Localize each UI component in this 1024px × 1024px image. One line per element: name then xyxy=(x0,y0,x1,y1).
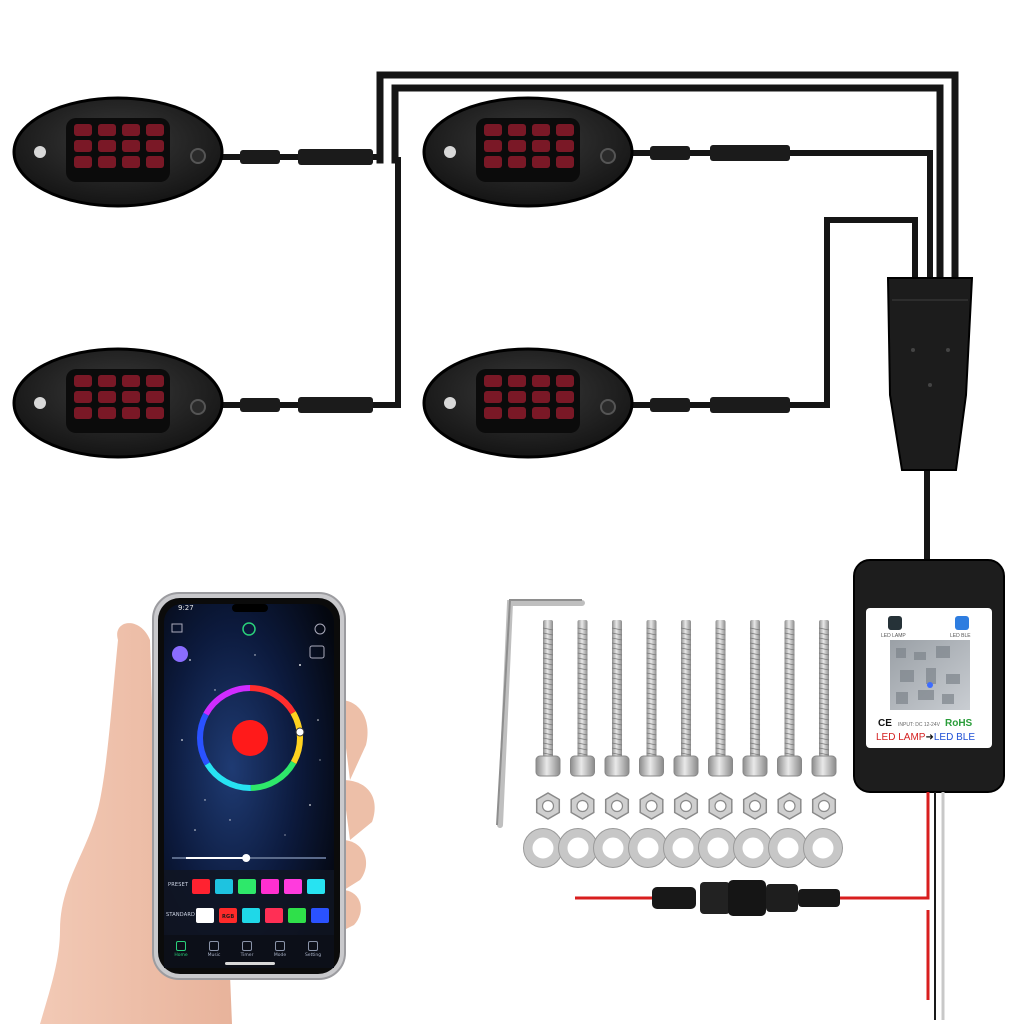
flow-left-text: LED LAMP xyxy=(876,732,926,743)
mounting-screws xyxy=(535,620,837,777)
screw xyxy=(708,620,733,777)
phone-app-ui: 9:27 PRESET STANDARD RGB Home Music Time… xyxy=(164,600,336,968)
ce-mark: CE xyxy=(878,718,892,729)
standard-label: STANDARD xyxy=(166,912,196,918)
hex-nuts xyxy=(535,792,837,820)
screw xyxy=(535,620,561,777)
washer xyxy=(593,828,633,868)
hex-nut xyxy=(570,792,595,820)
hex-nut xyxy=(673,792,699,820)
nav-mode[interactable]: Mode xyxy=(265,941,295,958)
starfield xyxy=(181,654,321,836)
standard-color-row xyxy=(196,908,329,923)
rock-light-pod-3 xyxy=(12,347,224,459)
color-wheel-handle xyxy=(295,727,305,737)
allen-key xyxy=(497,600,585,828)
hex-nut xyxy=(604,792,630,820)
screw xyxy=(570,620,595,777)
hex-nut xyxy=(811,792,837,820)
rgb-label: RGB xyxy=(222,914,235,920)
music-icon xyxy=(209,941,219,951)
cable-connectors xyxy=(240,145,790,413)
allen-key-shading xyxy=(496,599,582,826)
home-indicator xyxy=(225,962,275,965)
led-ble-app-caption: LED BLE xyxy=(950,633,971,639)
nav-home[interactable]: Home xyxy=(166,941,196,958)
washer xyxy=(803,828,843,868)
flow-arrow: ➜ xyxy=(925,732,934,743)
preset-color-row xyxy=(192,879,325,894)
bluetooth-controller-box xyxy=(853,559,1005,793)
standard-color-swatch[interactable] xyxy=(242,908,260,923)
screw xyxy=(811,620,837,777)
color-palette-icon xyxy=(172,646,188,662)
screw xyxy=(639,620,664,777)
preset-color-swatch[interactable] xyxy=(192,879,210,894)
timer-icon xyxy=(242,941,252,951)
smartphone xyxy=(152,592,346,980)
home-icon xyxy=(176,941,186,951)
washer xyxy=(663,828,703,868)
led-lamp-app-icon xyxy=(888,616,902,630)
status-bar-time: 9:27 xyxy=(178,604,194,612)
inline-fuse-holder xyxy=(652,880,840,916)
preset-color-swatch[interactable] xyxy=(307,879,325,894)
hex-nut xyxy=(777,792,802,820)
washer xyxy=(628,828,668,868)
preset-color-swatch[interactable] xyxy=(238,879,256,894)
selected-color-swatch xyxy=(232,720,268,756)
rock-light-pod-4 xyxy=(422,347,634,459)
standard-color-swatch[interactable] xyxy=(219,908,237,923)
menu-icon xyxy=(171,623,183,633)
rohs-mark: RoHS xyxy=(945,718,973,729)
washer xyxy=(698,828,738,868)
nav-setting[interactable]: Setting xyxy=(298,941,328,958)
washer xyxy=(733,828,773,868)
brightness-knob xyxy=(242,854,251,862)
flow-right-text: LED BLE xyxy=(933,732,975,743)
settings-icon xyxy=(308,941,318,951)
hex-nut xyxy=(535,792,561,820)
screw xyxy=(673,620,699,777)
mode-icon xyxy=(275,941,285,951)
standard-color-swatch[interactable] xyxy=(196,908,214,923)
rock-light-pod-1 xyxy=(12,96,224,208)
standard-color-swatch[interactable] xyxy=(288,908,306,923)
screw xyxy=(777,620,802,777)
wire-splitter-hub xyxy=(886,277,974,471)
preset-color-swatch[interactable] xyxy=(284,879,302,894)
flow-label: LED LAMP➜LED BLE xyxy=(876,732,975,743)
nav-timer[interactable]: Timer xyxy=(232,941,262,958)
standard-color-swatch[interactable] xyxy=(311,908,329,923)
led-ble-app-icon xyxy=(955,616,969,630)
washer xyxy=(523,828,563,868)
gear-icon xyxy=(314,623,326,635)
hex-nut xyxy=(742,792,768,820)
preset-label: PRESET xyxy=(168,882,189,888)
standard-color-swatch[interactable] xyxy=(265,908,283,923)
washer xyxy=(558,828,598,868)
washer xyxy=(768,828,808,868)
preset-color-swatch[interactable] xyxy=(215,879,233,894)
screw xyxy=(604,620,630,777)
color-wheel xyxy=(197,685,305,791)
image-icon xyxy=(309,645,325,659)
hand xyxy=(40,623,375,1024)
hex-nut xyxy=(639,792,664,820)
nav-music[interactable]: Music xyxy=(199,941,229,958)
led-lamp-app-caption: LED LAMP xyxy=(881,633,906,639)
rock-light-pod-2 xyxy=(422,96,634,208)
hex-nut xyxy=(708,792,733,820)
flat-washers xyxy=(523,828,843,868)
screw xyxy=(742,620,768,777)
preset-color-swatch[interactable] xyxy=(261,879,279,894)
input-spec: INPUT: DC 12-24V xyxy=(898,722,940,728)
power-leads xyxy=(575,792,945,1020)
power-icon xyxy=(242,622,256,636)
